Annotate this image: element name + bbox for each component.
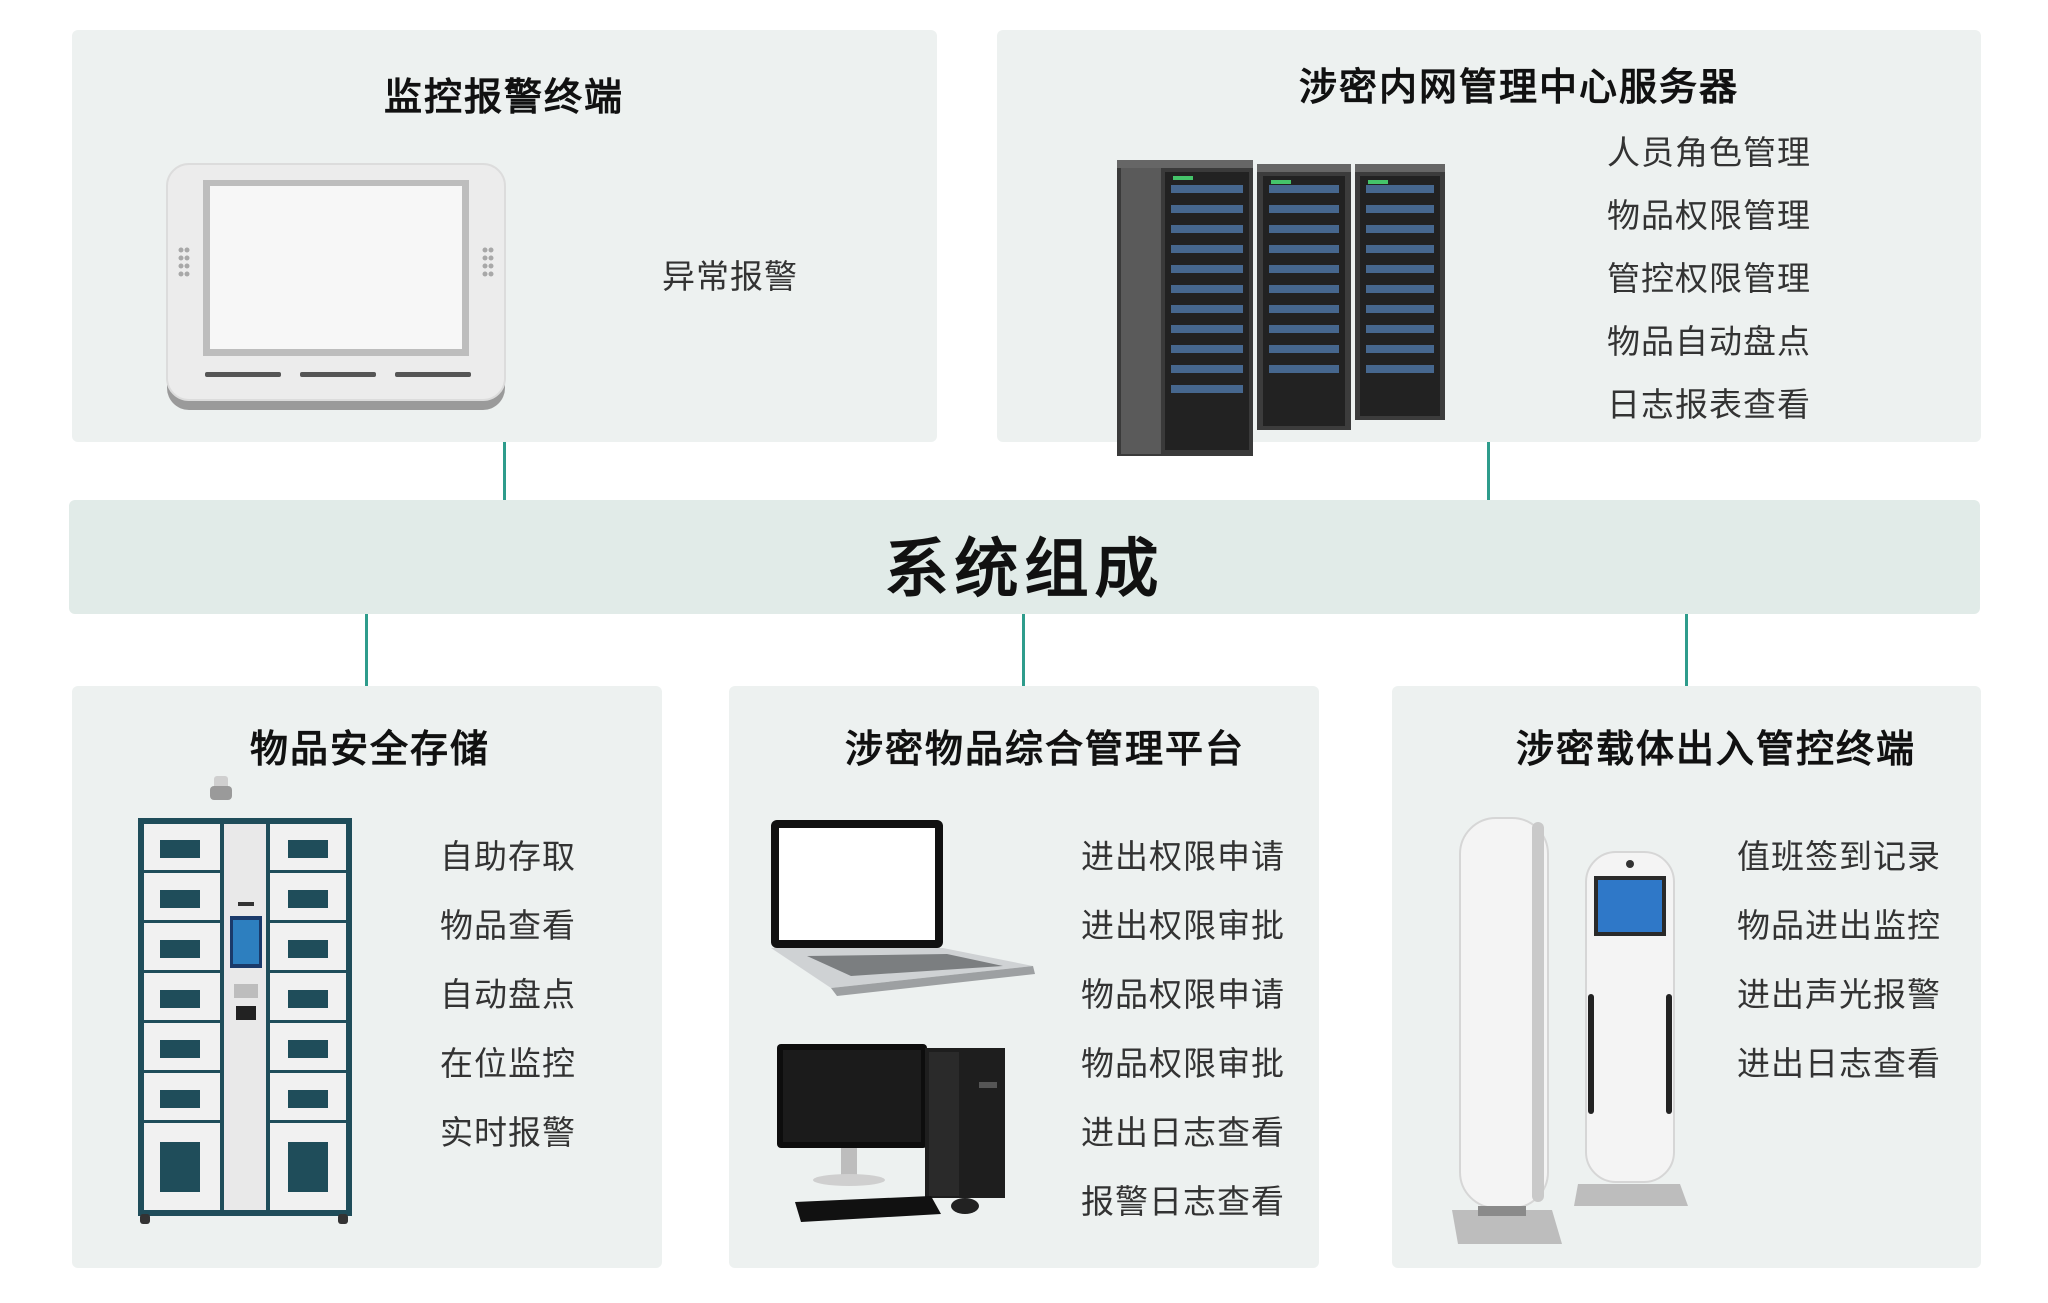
desktop-computer-image <box>777 1044 1005 1222</box>
gate-title: 涉密载体出入管控终端 <box>1516 727 1917 771</box>
platform-item: 报警日志查看 <box>1081 1182 1285 1221</box>
platform-item: 物品权限审批 <box>1081 1044 1285 1083</box>
system-composition-title: 系统组成 <box>884 533 1165 607</box>
alarm-terminal-title: 监控报警终端 <box>384 75 625 119</box>
platform-item: 进出权限申请 <box>1081 837 1285 876</box>
server-item: 日志报表查看 <box>1607 385 1811 424</box>
gate-item: 值班签到记录 <box>1737 837 1941 876</box>
storage-item: 在位监控 <box>440 1044 576 1083</box>
platform-item: 进出日志查看 <box>1081 1113 1285 1152</box>
gate-item: 进出声光报警 <box>1737 975 1941 1014</box>
server-item: 人员角色管理 <box>1607 133 1811 172</box>
storage-cabinet-image <box>138 776 352 1224</box>
connector-server <box>1487 442 1490 500</box>
platform-item: 物品权限申请 <box>1081 975 1285 1014</box>
storage-title: 物品安全存储 <box>250 727 491 771</box>
gate-terminal-image <box>1452 817 1688 1244</box>
server-item: 物品权限管理 <box>1607 196 1811 235</box>
server-title: 涉密内网管理中心服务器 <box>1299 65 1740 109</box>
system-composition-bar: 系统组成 <box>69 500 1980 614</box>
connector-storage <box>365 614 368 686</box>
storage-item: 自助存取 <box>440 837 576 876</box>
gate-item: 进出日志查看 <box>1737 1044 1941 1083</box>
connector-platform <box>1022 614 1025 686</box>
server-item: 管控权限管理 <box>1607 259 1811 298</box>
connector-gate <box>1685 614 1688 686</box>
storage-item: 实时报警 <box>440 1113 576 1152</box>
server-panel: 涉密内网管理中心服务器 人员角色管理 物品权限管理 管控权限管理 物品自动盘点 … <box>997 30 1981 456</box>
laptop-image <box>771 820 1035 996</box>
gate-item: 物品进出监控 <box>1737 906 1941 945</box>
platform-panel: 涉密物品综合管理平台 进出权限申请 进出权限审批 物品权限申请 物品权限审批 进… <box>729 686 1319 1268</box>
platform-title: 涉密物品综合管理平台 <box>845 727 1246 771</box>
storage-panel: 物品安全存储 自助存取 物品查看 自动盘点 在位监控 实时报警 <box>72 686 662 1268</box>
alarm-terminal-panel: 监控报警终端 异常报警 <box>72 30 937 442</box>
connector-alarm <box>503 442 506 500</box>
storage-item: 物品查看 <box>440 906 576 945</box>
gate-panel: 涉密载体出入管控终端 值班签到记录 物品进出监控 进出声光报警 进出日志查看 <box>1392 686 1981 1268</box>
server-rack-image <box>1117 160 1445 456</box>
alarm-terminal-item: 异常报警 <box>662 257 798 296</box>
platform-item: 进出权限审批 <box>1081 906 1285 945</box>
storage-item: 自动盘点 <box>440 975 576 1014</box>
server-item: 物品自动盘点 <box>1607 322 1811 361</box>
alarm-terminal-device-image <box>166 163 506 410</box>
